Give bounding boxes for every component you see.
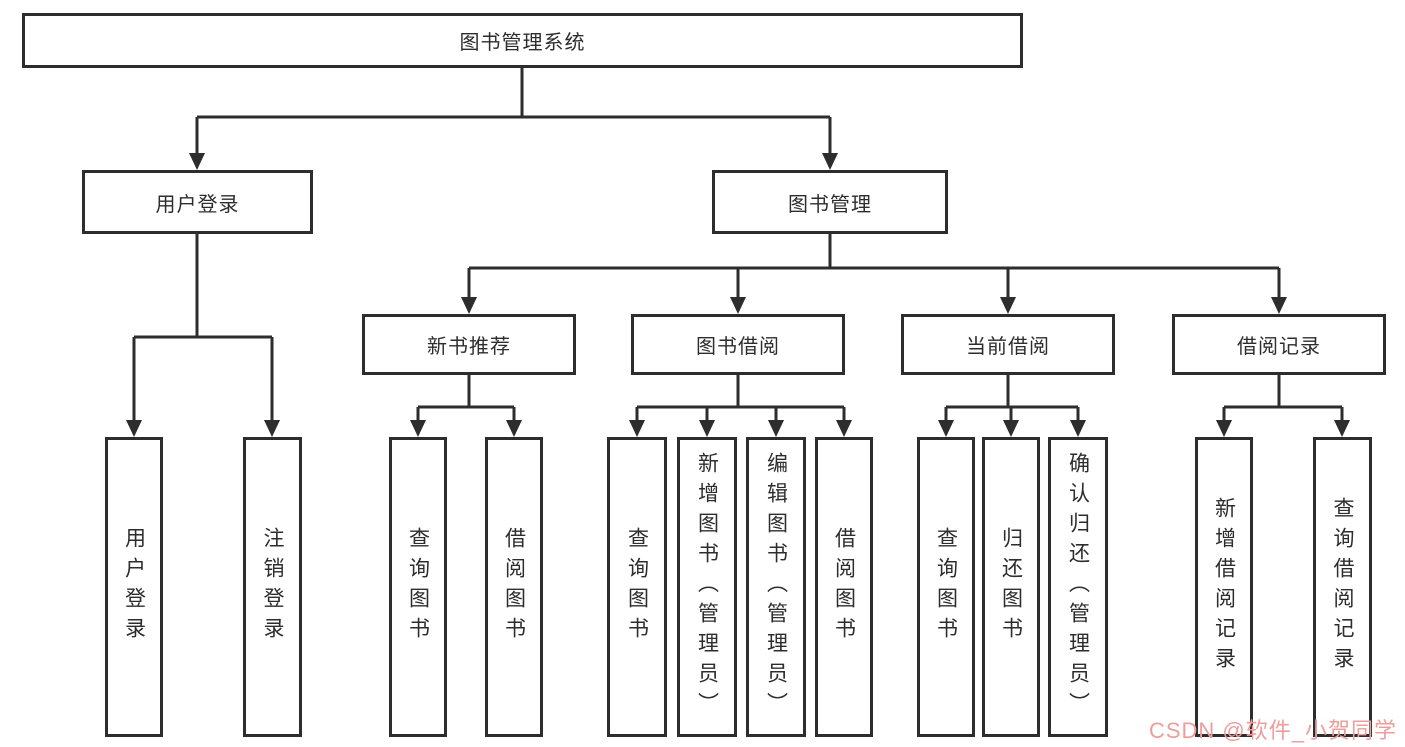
leaf-newbook-borrow-books: 借阅图书 [485, 437, 543, 737]
leaf-borrowing-borrow-books: 借阅图书 [815, 437, 873, 737]
node-root: 图书管理系统 [22, 13, 1023, 68]
node-user-login: 用户登录 [82, 170, 313, 234]
leaf-newbook-query-books-label: 查询图书 [406, 527, 430, 647]
node-user-login-label: 用户登录 [155, 193, 240, 216]
node-borrowing-records-label: 借阅记录 [1237, 336, 1321, 358]
leaf-records-add-record: 新增借阅记录 [1195, 437, 1253, 737]
leaf-current-confirm-return-admin: 确认归还（管理员） [1048, 437, 1108, 737]
leaf-borrowing-add-books-admin: 新增图书（管理员） [677, 437, 737, 737]
leaf-current-query-books-label: 查询图书 [934, 527, 958, 647]
node-new-book-recommend-label: 新书推荐 [427, 336, 511, 358]
node-borrowing-records: 借阅记录 [1172, 314, 1386, 375]
leaf-newbook-query-books: 查询图书 [389, 437, 447, 737]
leaf-current-return-books-label: 归还图书 [999, 527, 1023, 647]
leaf-borrowing-edit-books-admin: 编辑图书（管理员） [746, 437, 806, 737]
leaf-logout-label: 注销登录 [261, 527, 284, 647]
node-book-management: 图书管理 [712, 170, 948, 234]
leaf-user-login: 用户登录 [105, 437, 163, 737]
leaf-borrowing-query-books-label: 查询图书 [625, 527, 649, 647]
leaf-borrowing-add-books-admin-label: 新增图书（管理员） [695, 452, 719, 722]
connector-segments [132, 68, 1344, 422]
leaf-current-return-books: 归还图书 [982, 437, 1040, 737]
node-book-management-label: 图书管理 [788, 193, 872, 216]
leaf-user-login-label: 用户登录 [122, 527, 146, 647]
leaf-current-query-books: 查询图书 [917, 437, 975, 737]
node-new-book-recommend: 新书推荐 [362, 314, 576, 375]
csdn-watermark: CSDN @软件_小贺同学 [1148, 718, 1397, 743]
leaf-records-add-record-label: 新增借阅记录 [1212, 497, 1236, 677]
leaf-logout: 注销登录 [243, 437, 302, 737]
leaf-borrowing-query-books: 查询图书 [607, 437, 667, 737]
leaf-records-query-record-label: 查询借阅记录 [1331, 497, 1354, 677]
node-current-borrowing: 当前借阅 [901, 314, 1115, 375]
leaf-borrowing-edit-books-admin-label: 编辑图书（管理员） [764, 452, 788, 722]
node-book-borrowing: 图书借阅 [631, 314, 845, 375]
node-book-borrowing-label: 图书借阅 [696, 336, 780, 358]
leaf-current-confirm-return-admin-label: 确认归还（管理员） [1066, 452, 1090, 722]
leaf-borrowing-borrow-books-label: 借阅图书 [832, 527, 856, 647]
leaf-records-query-record: 查询借阅记录 [1313, 437, 1372, 737]
leaf-newbook-borrow-books-label: 借阅图书 [502, 527, 526, 647]
node-current-borrowing-label: 当前借阅 [966, 336, 1050, 358]
node-root-label: 图书管理系统 [459, 32, 586, 54]
